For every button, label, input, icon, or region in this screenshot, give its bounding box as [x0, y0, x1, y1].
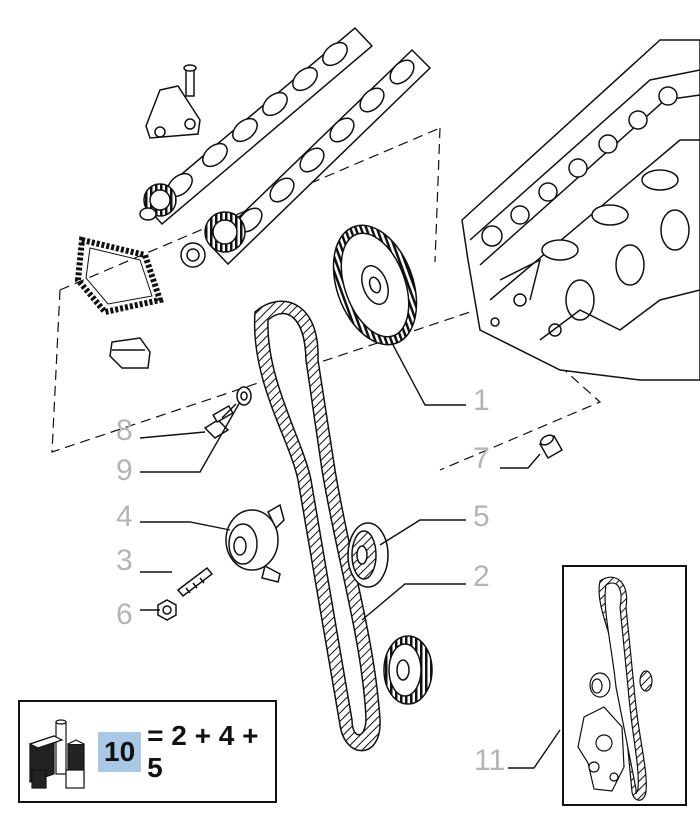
kit-number-highlight: 10 [98, 732, 142, 772]
callout-5: 5 [473, 500, 490, 533]
stud [176, 566, 214, 598]
callout-6: 6 [116, 598, 133, 631]
camshaft-lower [180, 48, 432, 268]
leader-lines [139, 342, 561, 769]
dashed-assembly-lines [51, 127, 602, 471]
chain-tensioner [109, 337, 151, 369]
kit-formula: 10 = 2 + 4 + 5 [98, 720, 275, 783]
callout-4: 4 [116, 500, 133, 533]
callout-9: 9 [116, 454, 133, 487]
callout-7: 7 [473, 442, 490, 475]
washer [236, 386, 252, 406]
tensioner-bolt [203, 403, 237, 439]
assembly-inset-drawing [577, 576, 653, 801]
kit-box-icon [28, 719, 85, 789]
cylinder-head [461, 39, 700, 381]
camshaft-upper [139, 26, 374, 226]
callout-2: 2 [473, 560, 490, 593]
idler-pulley [347, 522, 389, 588]
kit-legend-box: 10 = 2 + 4 + 5 [18, 700, 277, 803]
nut [157, 599, 177, 621]
crankshaft-sprocket [383, 635, 433, 705]
tensioner-pulley [225, 503, 285, 583]
callout-8: 8 [116, 414, 133, 447]
callout-1: 1 [473, 384, 490, 417]
camshaft-pulley [332, 224, 418, 346]
kit-formula-text: = 2 + 4 + 5 [147, 720, 259, 783]
assembly-inset-box [562, 565, 687, 806]
timing-belt [253, 300, 381, 752]
callout-11: 11 [474, 744, 505, 777]
callout-3: 3 [116, 544, 133, 577]
timing-chain [74, 236, 164, 316]
dowel-pin [538, 434, 564, 460]
camshaft-bracket [145, 64, 201, 139]
callout-numbers: 1 2 3 4 5 6 7 8 9 11 [116, 384, 505, 777]
